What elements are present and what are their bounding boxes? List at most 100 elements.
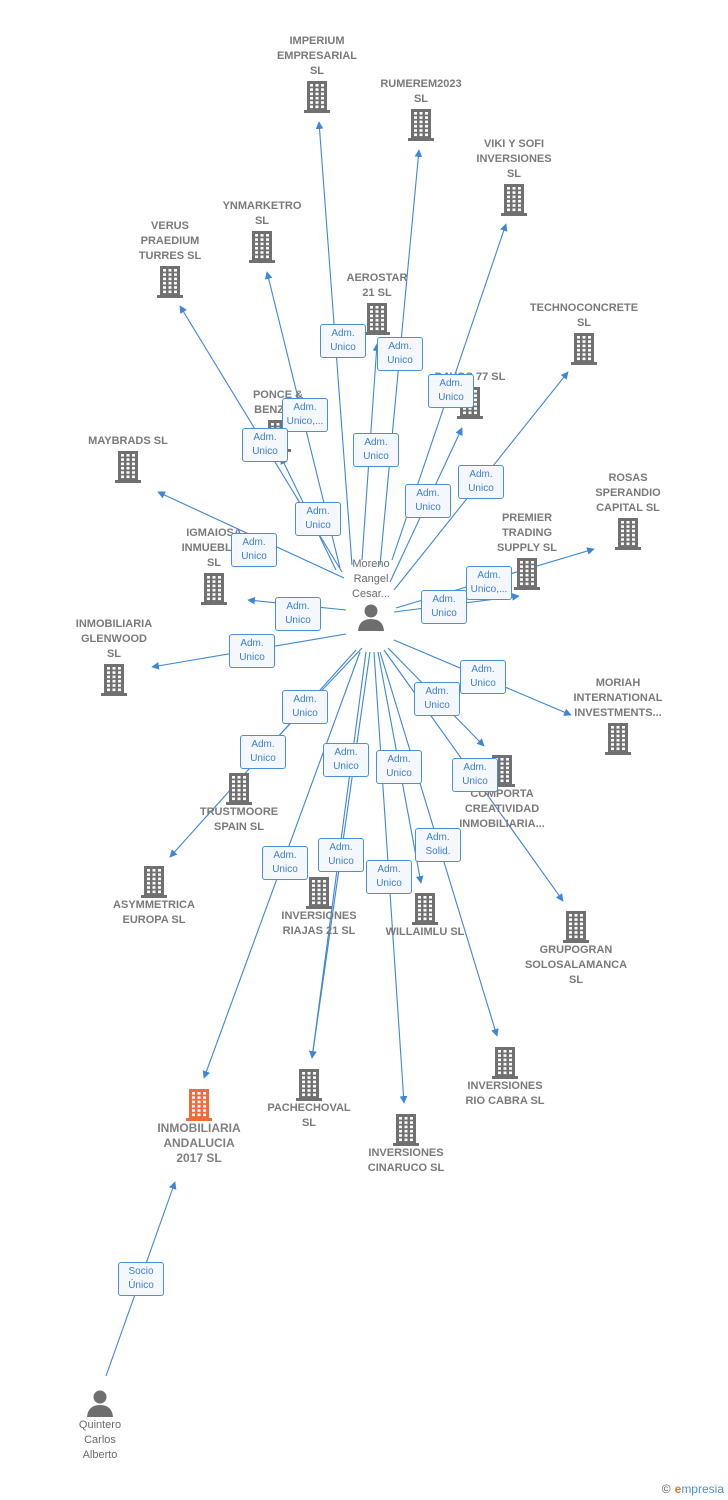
company-node-igmaiosa[interactable]: IGMAIOSA INMUEBLES SL [159,526,269,605]
company-node-technoconcrete[interactable]: TECHNOCONCRETE SL [529,301,639,365]
company-label: MORIAH INTERNATIONAL INVESTMENTS... [573,677,663,719]
building-icon [514,558,540,590]
company-label: PACHECHOVAL SL [267,1102,351,1129]
company-node-verus[interactable]: VERUS PRAEDIUM TURRES SL [115,219,225,298]
company-node-andalucia[interactable]: INMOBILIARIA ANDALUCIA 2017 SL [144,1087,254,1166]
relation-badge-cinaruco[interactable]: Adm. Unico [366,860,412,894]
company-label: TRUSTMOORE SPAIN SL [199,806,279,833]
relation-badge-andalucia[interactable]: Adm. Unico [262,846,308,880]
relation-badge-imperium[interactable]: Adm. Unico [320,324,366,358]
company-label: VIKI Y SOFI INVERSIONES SL [476,138,552,180]
building-icon [306,877,332,909]
relation-badge-rosas[interactable]: Adm. Unico,... [466,566,512,600]
company-node-pachechoval[interactable]: PACHECHOVAL SL [254,1067,364,1131]
center-person-node[interactable]: Moreno Rangel Cesar... [316,557,426,632]
brand-logo-initial: e [674,1482,682,1496]
company-node-premier[interactable]: PREMIER TRADING SUPPLY SL [472,511,582,590]
company-node-grupogran[interactable]: GRUPOGRAN SOLOSALAMANCA SL [521,909,631,988]
company-node-maybrads[interactable]: MAYBRADS SL [73,434,183,483]
company-node-riajas[interactable]: INVERSIONES RIAJAS 21 SL [264,875,374,939]
building-icon [501,184,527,216]
company-label: IGMAIOSA INMUEBLES SL [181,527,247,569]
relation-badge-riocabra[interactable]: Adm. Solid. [415,828,461,862]
second-person-label: Quintero Carlos Alberto [78,1419,122,1461]
relation-badge-willaimlu[interactable]: Adm. Unico [376,750,422,784]
relation-badge-aerostar[interactable]: Adm. Unico [353,433,399,467]
building-icon [571,333,597,365]
footer-brand[interactable]: ©empresia [662,1482,724,1496]
company-label: INVERSIONES CINARUCO SL [367,1147,445,1174]
company-node-riocabra[interactable]: INVERSIONES RIO CABRA SL [450,1045,560,1109]
building-icon [364,303,390,335]
brand-logo-text: mpresia [681,1482,724,1496]
company-node-willaimlu[interactable]: WILLAIMLU SL [370,891,480,940]
socio-unico-badge[interactable]: Socio Único [118,1262,164,1296]
building-icon [304,81,330,113]
building-icon [186,1089,212,1121]
company-label: COMPORTA CREATIVIDAD INMOBILIARIA... [459,788,545,830]
company-label: INVERSIONES RIAJAS 21 SL [281,910,357,937]
company-node-asymmetrica[interactable]: ASYMMETRICA EUROPA SL [99,864,209,928]
second-person-node[interactable]: Quintero Carlos Alberto [45,1388,155,1463]
company-node-rumerem[interactable]: RUMEREM2023 SL [366,77,476,141]
company-node-comporta[interactable]: COMPORTA CREATIVIDAD INMOBILIARIA... [447,753,557,832]
relation-badge-technoconcrete[interactable]: Adm. Unico [458,465,504,499]
company-node-trustmoore[interactable]: TRUSTMOORE SPAIN SL [184,771,294,835]
relation-badge-asymmetrica[interactable]: Adm. Unico [240,735,286,769]
building-icon [412,893,438,925]
company-node-glenwood[interactable]: INMOBILIARIA GLENWOOD SL [59,617,169,696]
relation-badge-premier[interactable]: Adm. Unico [421,590,467,624]
company-label: INMOBILIARIA ANDALUCIA 2017 SL [157,1121,241,1165]
company-label: ROSAS SPERANDIO CAPITAL SL [595,472,661,514]
company-label: TECHNOCONCRETE SL [529,302,639,329]
relation-badge-glenwood[interactable]: Adm. Unico [229,634,275,668]
building-icon [605,723,631,755]
building-icon [408,109,434,141]
building-icon [615,518,641,550]
company-node-moriah[interactable]: MORIAH INTERNATIONAL INVESTMENTS... [563,676,673,755]
person-icon [358,604,384,631]
relation-badge-verus[interactable]: Adm. Unico [242,428,288,462]
building-icon [492,1047,518,1079]
relation-badge-grupogran[interactable]: Adm. Unico [452,758,498,792]
relation-badge-viki[interactable]: Adm. Unico [428,374,474,408]
building-icon [157,266,183,298]
company-label: PREMIER TRADING SUPPLY SL [497,512,557,554]
copyright-symbol: © [661,1482,671,1496]
building-icon [141,866,167,898]
building-icon [393,1114,419,1146]
relation-badge-trustmoore[interactable]: Adm. Unico [282,690,328,724]
building-icon [101,664,127,696]
company-node-cinaruco[interactable]: INVERSIONES CINARUCO SL [351,1112,461,1176]
building-icon [226,773,252,805]
relation-badge-riajas[interactable]: Adm. Unico [323,743,369,777]
relation-badge-davos[interactable]: Adm. Unico [405,484,451,518]
company-label: INMOBILIARIA GLENWOOD SL [75,618,153,660]
relation-badge-maybrads[interactable]: Adm. Unico [231,533,277,567]
person-icon [87,1390,113,1417]
company-node-ynmarketro[interactable]: YNMARKETRO SL [207,199,317,263]
building-icon [201,573,227,605]
building-icon [563,911,589,943]
building-icon [249,231,275,263]
company-node-rosas[interactable]: ROSAS SPERANDIO CAPITAL SL [573,471,683,550]
relation-badge-pachechoval[interactable]: Adm. Unico [318,838,364,872]
relation-badge-rumerem[interactable]: Adm. Unico [377,337,423,371]
building-icon [115,451,141,483]
company-node-viki[interactable]: VIKI Y SOFI INVERSIONES SL [459,137,569,216]
relation-badge-comporta[interactable]: Adm. Unico [414,682,460,716]
company-node-imperium[interactable]: IMPERIUM EMPRESARIAL SL [262,34,372,113]
relation-badge-moriah[interactable]: Adm. Unico [460,660,506,694]
company-label: MAYBRADS SL [88,435,168,447]
center-person-label: Moreno Rangel Cesar... [352,558,390,600]
company-node-aerostar[interactable]: AEROSTAR 21 SL [322,271,432,335]
company-label: INVERSIONES RIO CABRA SL [465,1080,545,1107]
company-label: VERUS PRAEDIUM TURRES SL [138,220,202,262]
relation-badge-ynmarketro[interactable]: Adm. Unico,... [282,398,328,432]
company-label: YNMARKETRO SL [222,200,302,227]
company-label: GRUPOGRAN SOLOSALAMANCA SL [524,944,628,986]
relation-badge-ponce[interactable]: Adm. Unico [295,502,341,536]
company-label: RUMEREM2023 SL [380,78,462,105]
relation-badge-igmaiosa[interactable]: Adm. Unico [275,597,321,631]
